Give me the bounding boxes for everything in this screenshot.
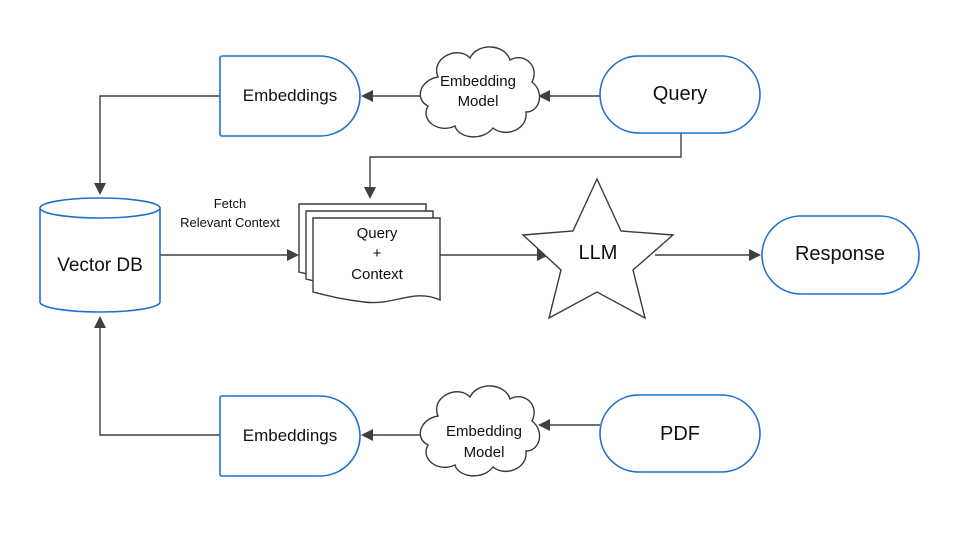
fetch-label-line-1: Fetch (214, 196, 247, 211)
pdf-label: PDF (660, 423, 700, 445)
query-node[interactable]: Query (599, 55, 761, 134)
vector-db-node[interactable]: Vector DB (39, 197, 161, 313)
llm-node[interactable]: LLM (521, 177, 675, 320)
embedding-model-top-node[interactable]: Embedding Model (419, 46, 541, 138)
edge-query-to-embedding-model-top (538, 90, 600, 102)
embeddings-top-node[interactable]: Embeddings (219, 55, 361, 137)
llm-label: LLM (579, 242, 618, 264)
embedding-model-top-line-2: Model (458, 93, 499, 110)
context-doc-line-2: + (373, 245, 382, 262)
embedding-model-bottom-line-2: Model (464, 444, 505, 461)
edge-embedding-model-to-embeddings-top (361, 90, 420, 102)
edge-vector-db-to-context-doc (160, 249, 299, 261)
embeddings-bottom-label: Embeddings (243, 426, 338, 445)
star-icon (521, 177, 675, 320)
response-label: Response (795, 243, 885, 265)
database-icon (39, 208, 161, 313)
cloud-icon (419, 46, 541, 138)
document-stack-icon (312, 217, 441, 304)
context-doc-line-3: Context (351, 266, 404, 283)
embedding-model-bottom-node[interactable]: Embedding Model (419, 385, 541, 477)
embeddings-bottom-node[interactable]: Embeddings (219, 395, 361, 477)
vector-db-label: Vector DB (57, 255, 143, 276)
cloud-icon (419, 385, 541, 477)
edge-embeddings-top-to-vector-db (94, 95, 220, 195)
edge-query-to-context-doc (364, 133, 682, 199)
edge-llm-to-response (655, 249, 761, 261)
fetch-context-label: Fetch Relevant Context (180, 196, 280, 230)
embedding-model-bottom-line-1: Embedding (446, 423, 522, 440)
fetch-label-line-2: Relevant Context (180, 215, 280, 230)
query-node-label: Query (653, 83, 707, 105)
edge-embedding-model-to-embeddings-bottom (361, 429, 420, 441)
context-document-node[interactable]: Query + Context (298, 203, 441, 304)
response-node[interactable]: Response (761, 215, 920, 295)
pdf-node[interactable]: PDF (599, 394, 761, 473)
context-doc-line-1: Query (357, 225, 398, 242)
embedding-model-top-line-1: Embedding (440, 73, 516, 90)
edge-pdf-to-embedding-model-bottom (538, 419, 600, 431)
edge-embeddings-bottom-to-vector-db (94, 316, 220, 436)
embeddings-top-label: Embeddings (243, 86, 338, 105)
edge-context-doc-to-llm (440, 249, 549, 261)
